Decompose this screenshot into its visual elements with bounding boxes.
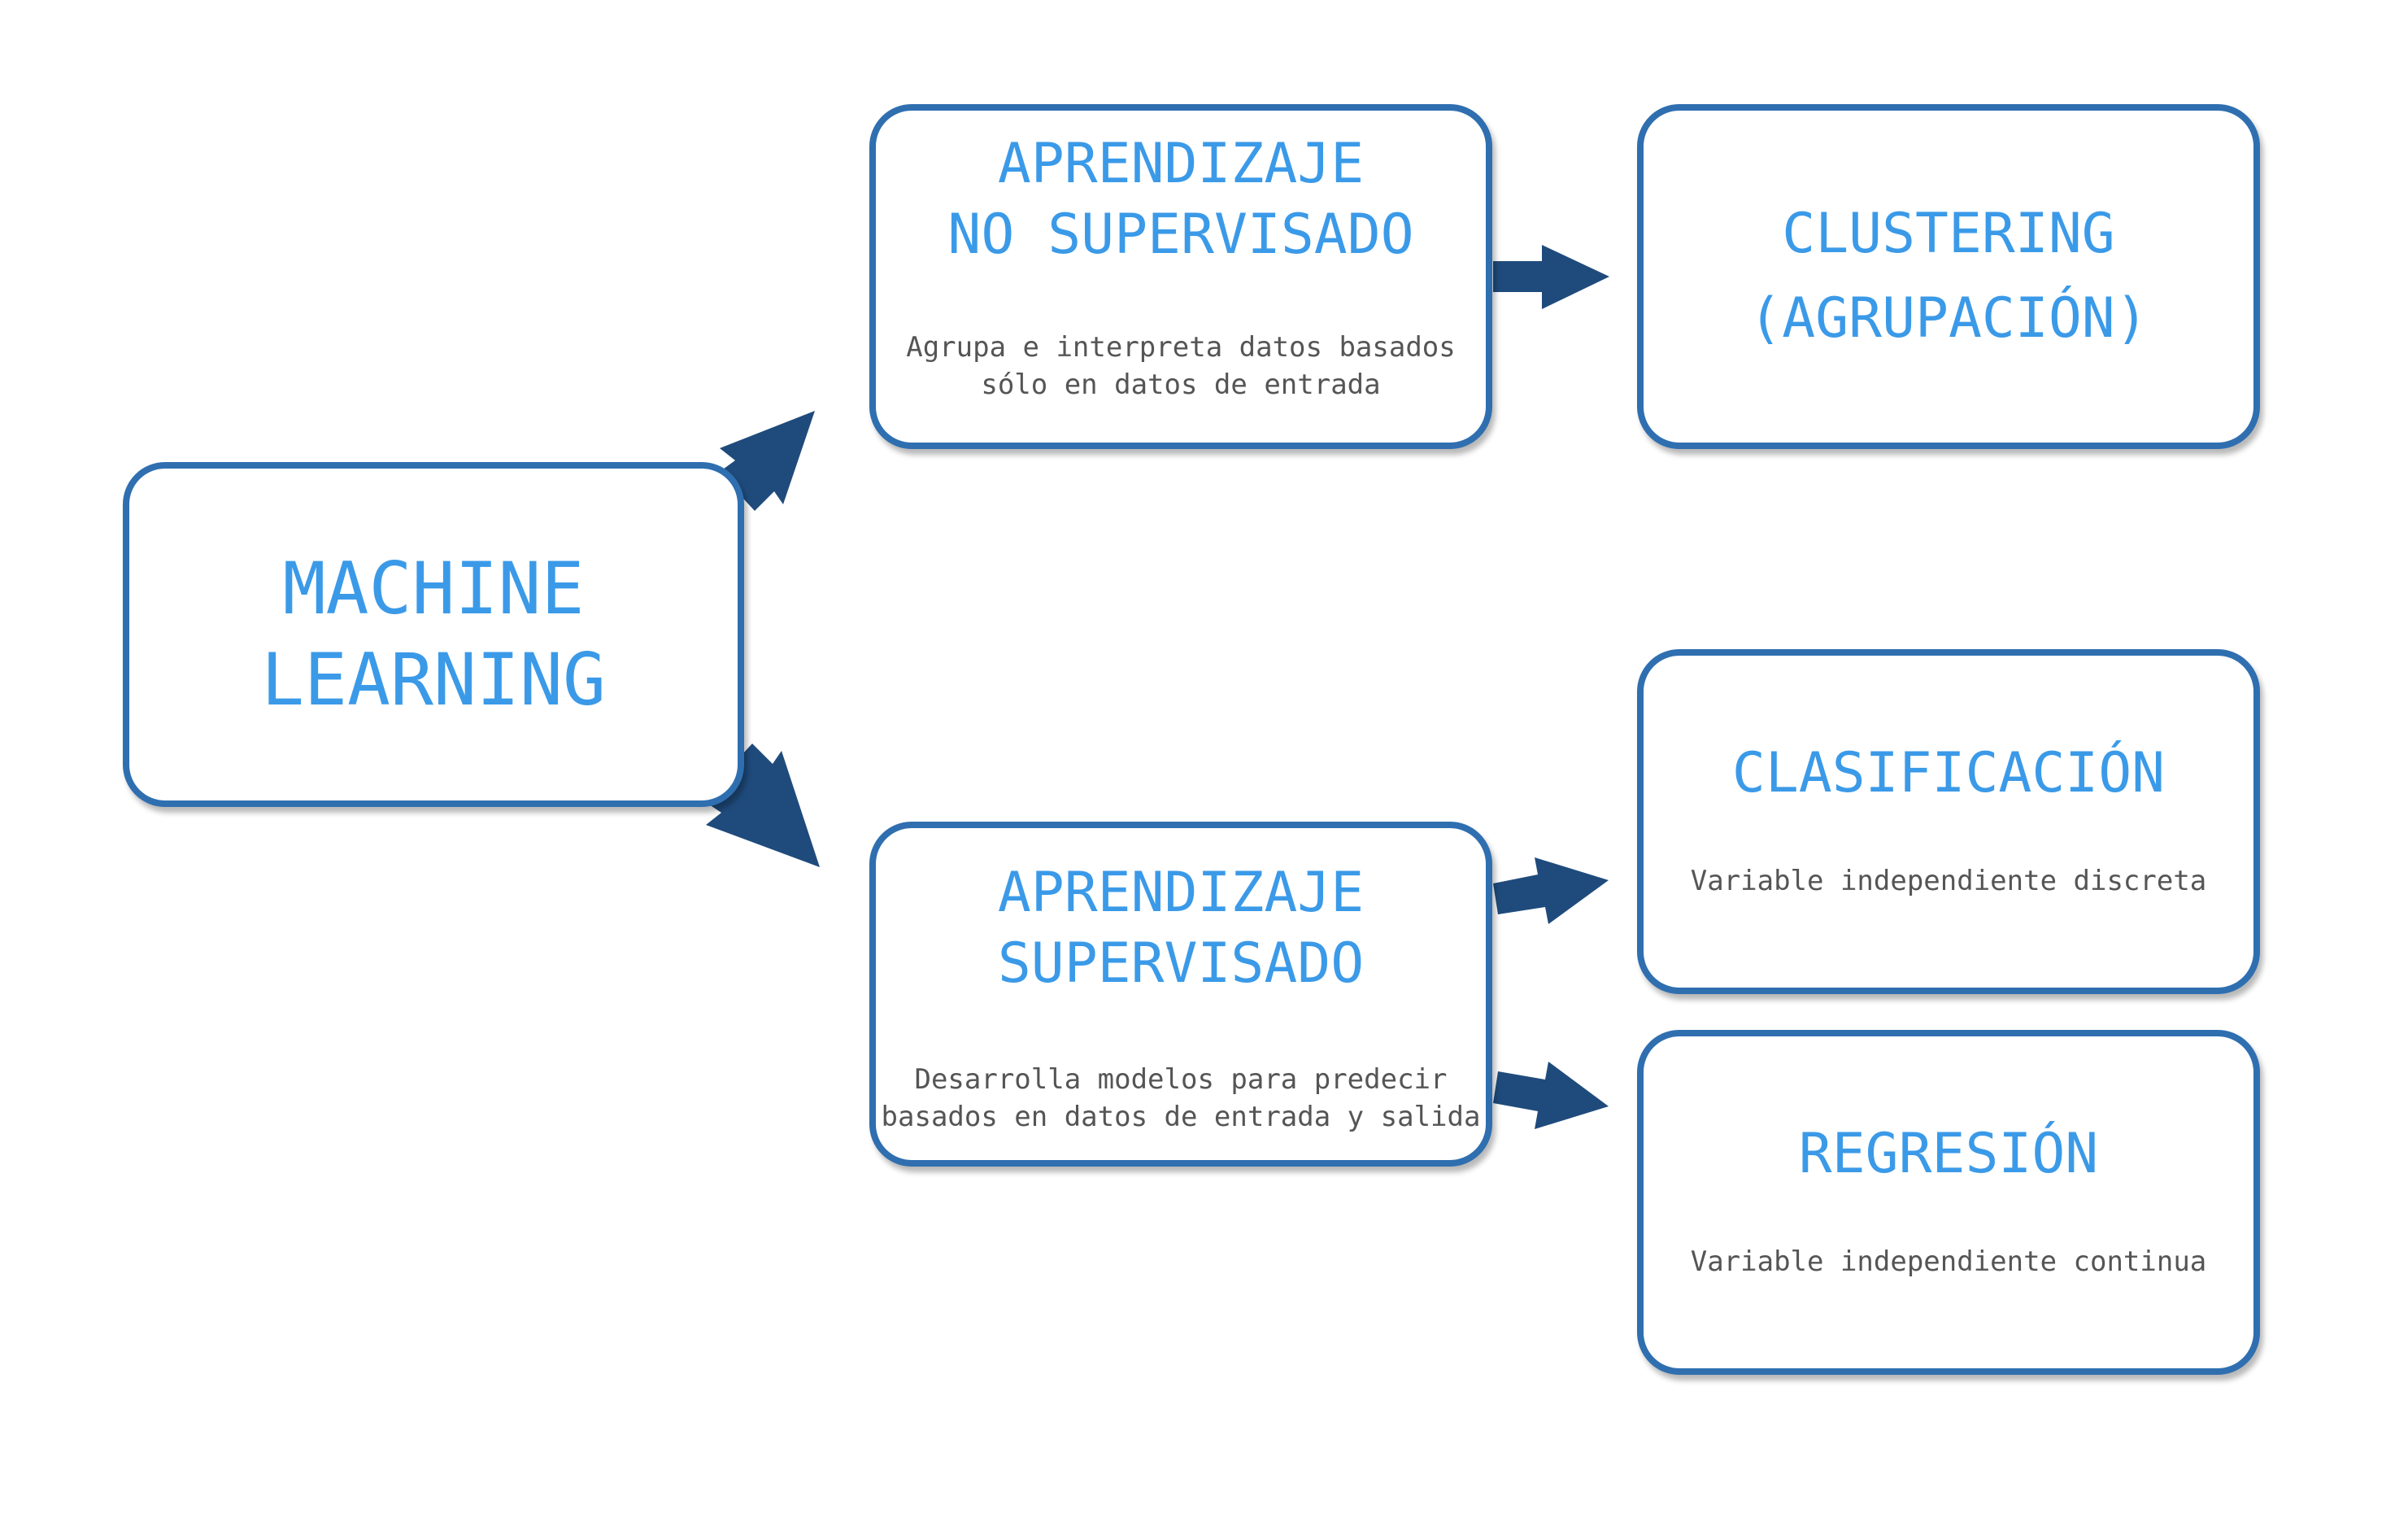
title-line: NO SUPERVISADO: [947, 203, 1414, 267]
desc-line: Agrupa e interpreta datos basados: [906, 331, 1456, 364]
arrow-supervised-to-classification: [1493, 857, 1609, 924]
node-description: Variable independiente discreta: [1691, 862, 2207, 900]
node-unsupervised-learning: APRENDIZAJE NO SUPERVISADO Agrupa e inte…: [869, 104, 1492, 449]
node-clustering: CLUSTERING (AGRUPACIÓN): [1637, 104, 2260, 449]
node-classification: CLASIFICACIÓN Variable independiente dis…: [1637, 649, 2260, 994]
node-supervised-learning: APRENDIZAJE SUPERVISADO Desarrolla model…: [869, 822, 1492, 1167]
node-title: CLASIFICACIÓN: [1732, 738, 2165, 809]
node-title: REGRESIÓN: [1799, 1119, 2098, 1189]
title-line: MACHINE: [282, 547, 585, 630]
title-line: (AGRUPACIÓN): [1748, 286, 2149, 351]
desc-line: sólo en datos de entrada: [981, 369, 1381, 401]
node-description: Agrupa e interpreta datos basados sólo e…: [906, 329, 1456, 403]
desc-line: Variable independiente continua: [1690, 1245, 2207, 1278]
desc-line: basados en datos de entrada y salida: [881, 1101, 1481, 1133]
title-line: REGRESIÓN: [1798, 1122, 2099, 1186]
title-line: CLASIFICACIÓN: [1731, 741, 2166, 805]
node-description: Variable independiente continua: [1691, 1243, 2207, 1280]
node-title: APRENDIZAJE SUPERVISADO: [998, 857, 1364, 999]
node-regression: REGRESIÓN Variable independiente continu…: [1637, 1030, 2260, 1375]
node-machine-learning: MACHINE LEARNING: [123, 462, 744, 807]
arrow-supervised-to-regression: [1493, 1062, 1609, 1129]
node-title: APRENDIZAJE NO SUPERVISADO: [947, 129, 1413, 270]
node-description: Desarrolla modelos para predecir basados…: [882, 1061, 1481, 1136]
title-line: CLUSTERING: [1782, 202, 2115, 266]
node-title: MACHINE LEARNING: [261, 543, 606, 726]
desc-line: Variable independiente discreta: [1690, 865, 2207, 897]
title-line: SUPERVISADO: [997, 931, 1365, 996]
title-line: LEARNING: [261, 638, 606, 722]
arrow-unsupervised-to-clustering: [1493, 245, 1609, 309]
title-line: APRENDIZAJE: [997, 861, 1365, 925]
node-title: CLUSTERING (AGRUPACIÓN): [1748, 192, 2148, 361]
desc-line: Desarrolla modelos para predecir: [914, 1063, 1448, 1096]
title-line: APRENDIZAJE: [997, 132, 1365, 196]
